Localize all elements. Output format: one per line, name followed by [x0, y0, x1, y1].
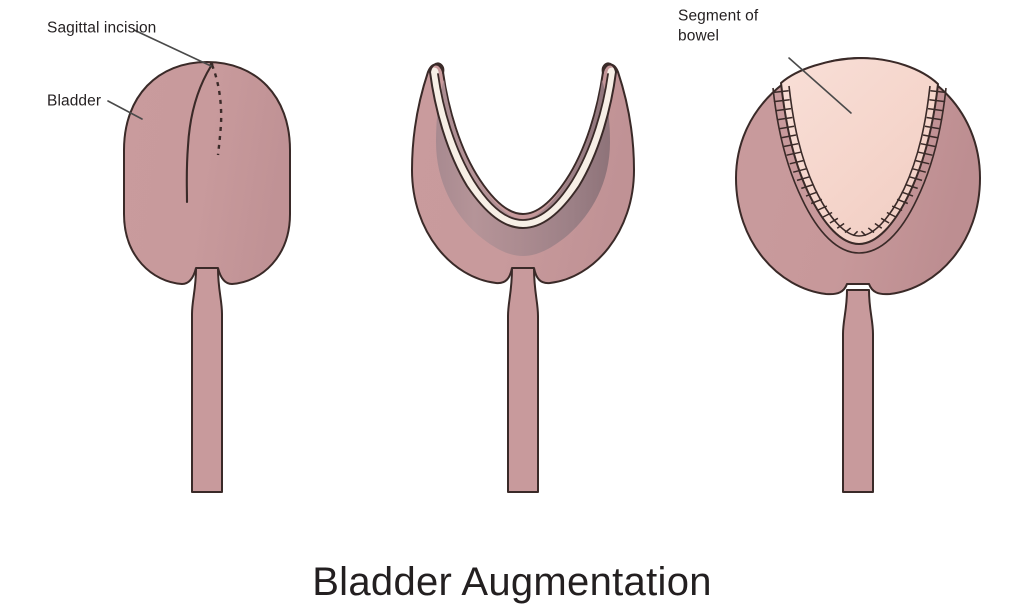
cut-rim-band	[429, 67, 617, 229]
leader-line-bladder	[107, 100, 143, 120]
suture-rail-inner-right	[858, 85, 931, 237]
leader-line-segment-of-bowel	[788, 57, 852, 114]
horn-rim-right	[601, 62, 617, 74]
suture-rail-inner-left	[788, 85, 860, 237]
panel-intact-bladder	[123, 61, 291, 493]
bowel-patch	[780, 57, 939, 245]
panel-bowel-augmented-bladder	[735, 57, 981, 493]
bladder-body-2	[411, 63, 635, 285]
dashed-incision-line	[210, 64, 223, 156]
urethra-neck-2	[507, 267, 539, 493]
cut-rim-inner-stroke	[437, 73, 609, 221]
bladder-interior-shading	[436, 80, 610, 256]
label-segment-of-bowel-line1: Segment of	[678, 7, 759, 24]
horn-rim-left	[429, 62, 445, 74]
suture-rail-outer-right	[858, 87, 947, 254]
urethra-neck-3	[842, 289, 874, 493]
suture-line-left	[772, 85, 860, 254]
label-bladder: Bladder	[47, 92, 101, 109]
urethra-neck-1	[191, 267, 223, 493]
solid-incision-line	[185, 64, 213, 204]
panel-opened-bladder	[411, 62, 635, 493]
label-sagittal-incision: Sagittal incision	[47, 19, 156, 36]
leader-line-sagittal-incision	[133, 29, 212, 67]
cut-rim-outer-stroke	[429, 71, 617, 230]
suture-rail-outer-left	[772, 87, 860, 254]
figure-title: Bladder Augmentation	[312, 560, 712, 604]
label-segment-of-bowel-line2: bowel	[678, 27, 719, 44]
suture-line-right	[858, 85, 947, 254]
bladder-body-1	[123, 61, 291, 285]
